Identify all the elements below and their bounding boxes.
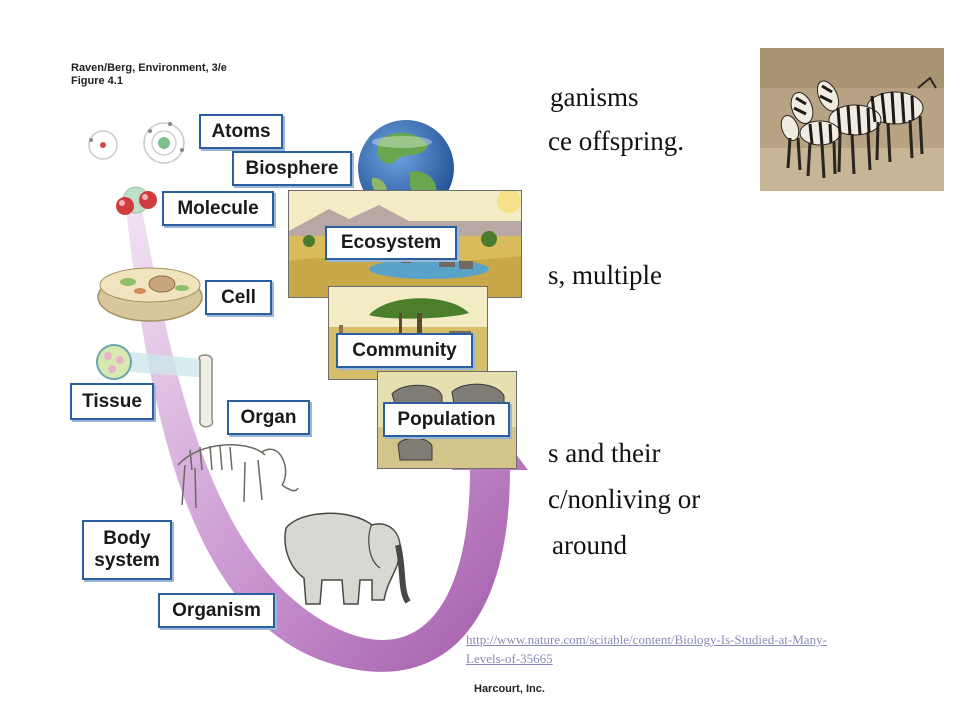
slide-text-line-1: ganisms (550, 82, 639, 112)
level-label-tissue: Tissue (70, 383, 154, 420)
cell-icon (97, 267, 203, 322)
level-label-organism: Organism (158, 593, 275, 628)
credit-line-2: Figure 4.1 (71, 75, 123, 87)
atom-icon (88, 130, 118, 160)
level-label-ecosystem: Ecosystem (325, 226, 457, 260)
atom-icon-large (143, 122, 185, 164)
body-system-line-2: system (94, 550, 160, 571)
slide-text-line-6: around (552, 530, 627, 560)
credit-line-1: Raven/Berg, Environment, 3/e (71, 62, 227, 74)
body-system-line-1: Body (103, 528, 151, 549)
level-label-body-system: Body system (82, 520, 172, 580)
zebra-photo (760, 48, 944, 191)
level-label-community: Community (336, 333, 473, 368)
source-link-line-2[interactable]: Levels-of-35665 (466, 651, 553, 666)
publisher-credit: Harcourt, Inc. (474, 683, 545, 695)
slide-text-line-3: s, multiple (548, 260, 662, 290)
elephant-icon (284, 512, 411, 605)
source-link-line-1[interactable]: http://www.nature.com/scitable/content/B… (466, 632, 827, 647)
figure-credit: Raven/Berg, Environment, 3/e Figure 4.1 (71, 62, 227, 88)
level-label-molecule: Molecule (162, 191, 274, 226)
level-label-population: Population (383, 402, 510, 437)
organ-bone-icon (198, 354, 214, 428)
source-link[interactable]: http://www.nature.com/scitable/content/B… (466, 630, 827, 668)
level-label-organ: Organ (227, 400, 310, 435)
slide-text-line-5: c/nonliving or (548, 484, 701, 514)
molecule-icon (116, 186, 157, 215)
slide-text-line-4: s and their (548, 438, 661, 468)
level-label-cell: Cell (205, 280, 272, 315)
slide-text-line-2: ce offspring. (548, 126, 684, 156)
skeleton-icon (177, 444, 299, 509)
level-label-atoms: Atoms (199, 114, 283, 149)
levels-arrow (126, 210, 528, 672)
level-label-biosphere: Biosphere (232, 151, 352, 186)
tissue-icon (96, 344, 210, 380)
